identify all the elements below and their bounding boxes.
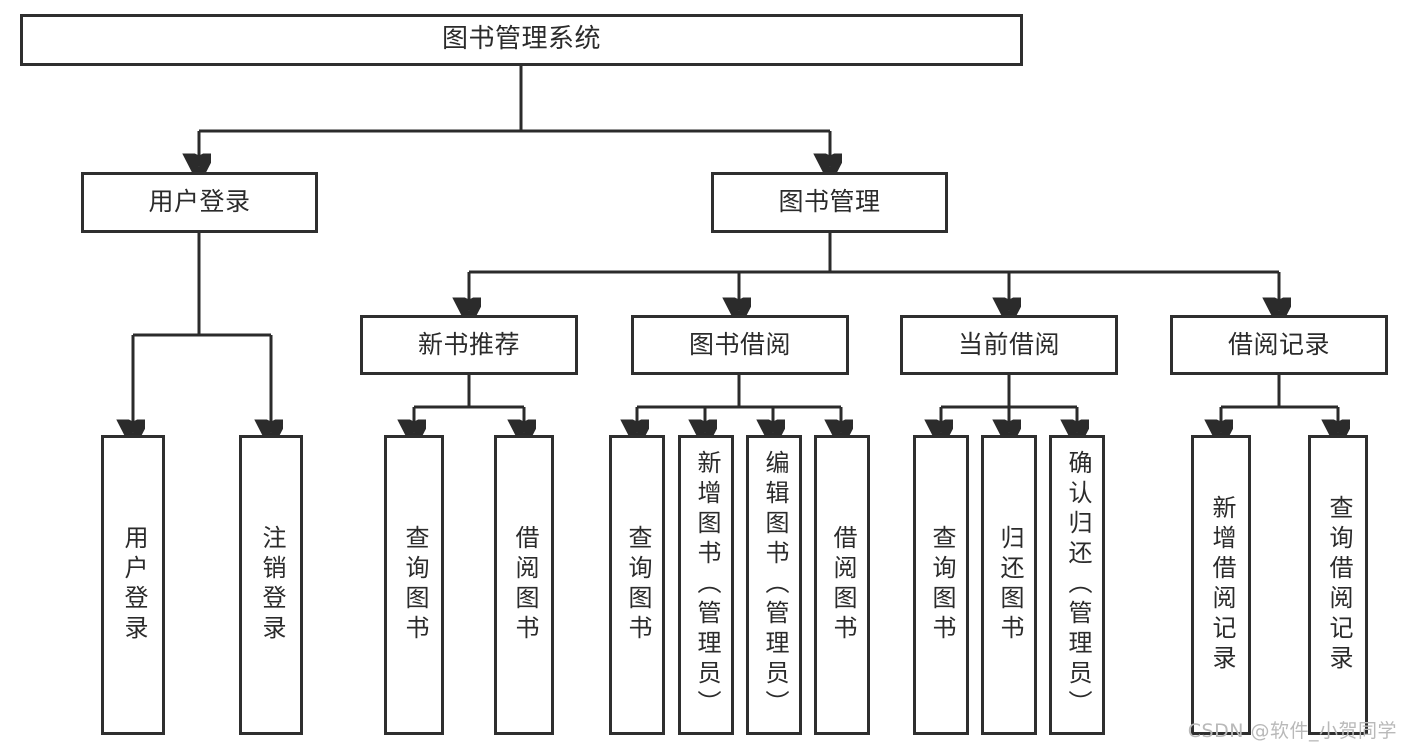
node-leaf-return-book-label: 归还图书	[995, 525, 1024, 645]
node-leaf-borrow-book-recommend-label: 借阅图书	[510, 525, 539, 645]
node-leaf-logout[interactable]: 注销登录	[239, 435, 303, 735]
node-book-borrow-label: 图书借阅	[688, 329, 791, 359]
node-borrow-record-label: 借阅记录	[1227, 329, 1330, 359]
node-leaf-confirm-return-admin-label: 确认归还（管理员）	[1063, 450, 1092, 720]
node-root[interactable]: 图书管理系统	[20, 14, 1023, 66]
node-book-management[interactable]: 图书管理	[711, 172, 948, 233]
node-book-borrow[interactable]: 图书借阅	[631, 315, 849, 375]
node-user-login-label: 用户登录	[148, 187, 251, 217]
node-new-book-recommend[interactable]: 新书推荐	[360, 315, 578, 375]
node-leaf-add-book-admin-label: 新增图书（管理员）	[692, 450, 721, 720]
node-leaf-edit-book-admin-label: 编辑图书（管理员）	[760, 450, 789, 720]
node-book-management-label: 图书管理	[778, 187, 881, 217]
node-leaf-user-login-label: 用户登录	[119, 525, 148, 645]
node-leaf-query-book-label: 查询图书	[623, 525, 652, 645]
node-user-login[interactable]: 用户登录	[81, 172, 318, 233]
node-leaf-query-book-current[interactable]: 查询图书	[913, 435, 969, 735]
node-leaf-borrow-book[interactable]: 借阅图书	[814, 435, 870, 735]
node-leaf-user-login[interactable]: 用户登录	[101, 435, 165, 735]
node-leaf-borrow-book-label: 借阅图书	[828, 525, 857, 645]
node-leaf-confirm-return-admin[interactable]: 确认归还（管理员）	[1049, 435, 1105, 735]
node-current-borrow[interactable]: 当前借阅	[900, 315, 1118, 375]
node-borrow-record[interactable]: 借阅记录	[1170, 315, 1388, 375]
node-leaf-query-borrow-record[interactable]: 查询借阅记录	[1308, 435, 1368, 735]
node-leaf-query-book-current-label: 查询图书	[927, 525, 956, 645]
node-leaf-query-borrow-record-label: 查询借阅记录	[1324, 495, 1353, 675]
node-root-label: 图书管理系统	[441, 24, 601, 55]
node-new-book-recommend-label: 新书推荐	[417, 329, 520, 359]
node-leaf-add-book-admin[interactable]: 新增图书（管理员）	[678, 435, 734, 735]
node-leaf-edit-book-admin[interactable]: 编辑图书（管理员）	[746, 435, 802, 735]
node-current-borrow-label: 当前借阅	[957, 329, 1060, 359]
node-leaf-borrow-book-recommend[interactable]: 借阅图书	[494, 435, 554, 735]
node-leaf-add-borrow-record-label: 新增借阅记录	[1207, 495, 1236, 675]
node-leaf-query-book-recommend-label: 查询图书	[400, 525, 429, 645]
node-leaf-add-borrow-record[interactable]: 新增借阅记录	[1191, 435, 1251, 735]
node-leaf-logout-label: 注销登录	[257, 525, 286, 645]
node-leaf-query-book-recommend[interactable]: 查询图书	[384, 435, 444, 735]
node-leaf-query-book[interactable]: 查询图书	[609, 435, 665, 735]
node-leaf-return-book[interactable]: 归还图书	[981, 435, 1037, 735]
watermark: CSDN @软件_小贺同学	[1187, 720, 1397, 742]
